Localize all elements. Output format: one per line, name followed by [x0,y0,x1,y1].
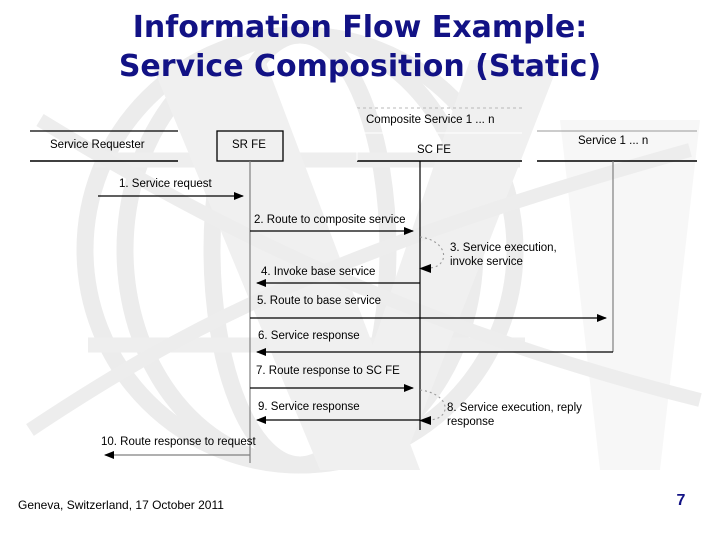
message-label-9: 9. Service response [258,401,360,413]
participant-group-label-composite-service: Composite Service 1 ... n [366,114,495,126]
message-arrow-3-self-loop [419,236,445,269]
title-line-1: Information Flow Example: [132,10,588,45]
message-label-4: 4. Invoke base service [261,266,376,278]
message-label-3: 3. Service execution, invoke service [450,241,557,269]
message-label-10: 10. Route response to request [101,436,256,448]
message-label-5: 5. Route to base service [257,295,382,307]
message-arrow-8-self-loop [419,389,446,421]
message-label-2: 2. Route to composite service [254,214,406,226]
message-arrowhead-8 [419,416,431,425]
message-label-8: 8. Service execution, reply response [447,401,582,429]
participant-label-service-1-n: Service 1 ... n [578,135,649,147]
message-label-6: 6. Service response [258,330,360,342]
message-label-1: 1. Service request [119,178,212,190]
message-label-8-line-1: 8. Service execution, reply [447,402,582,414]
footer-location-date: Geneva, Switzerland, 17 October 2011 [18,498,224,512]
participant-label-sr-fe: SR FE [232,139,266,151]
message-arrowhead-3 [419,264,431,273]
message-label-3-line-1: 3. Service execution, [450,242,557,254]
title-line-2: Service Composition (Static) [118,49,602,84]
page-title: Information Flow Example: Service Compos… [0,8,720,86]
message-label-3-line-2: invoke service [450,256,523,268]
message-label-8-line-2: response [447,416,495,428]
message-label-7: 7. Route response to SC FE [256,365,400,377]
participant-label-service-requester: Service Requester [50,139,145,151]
page-number: 7 [676,492,686,509]
participant-label-sc-fe: SC FE [417,144,451,156]
